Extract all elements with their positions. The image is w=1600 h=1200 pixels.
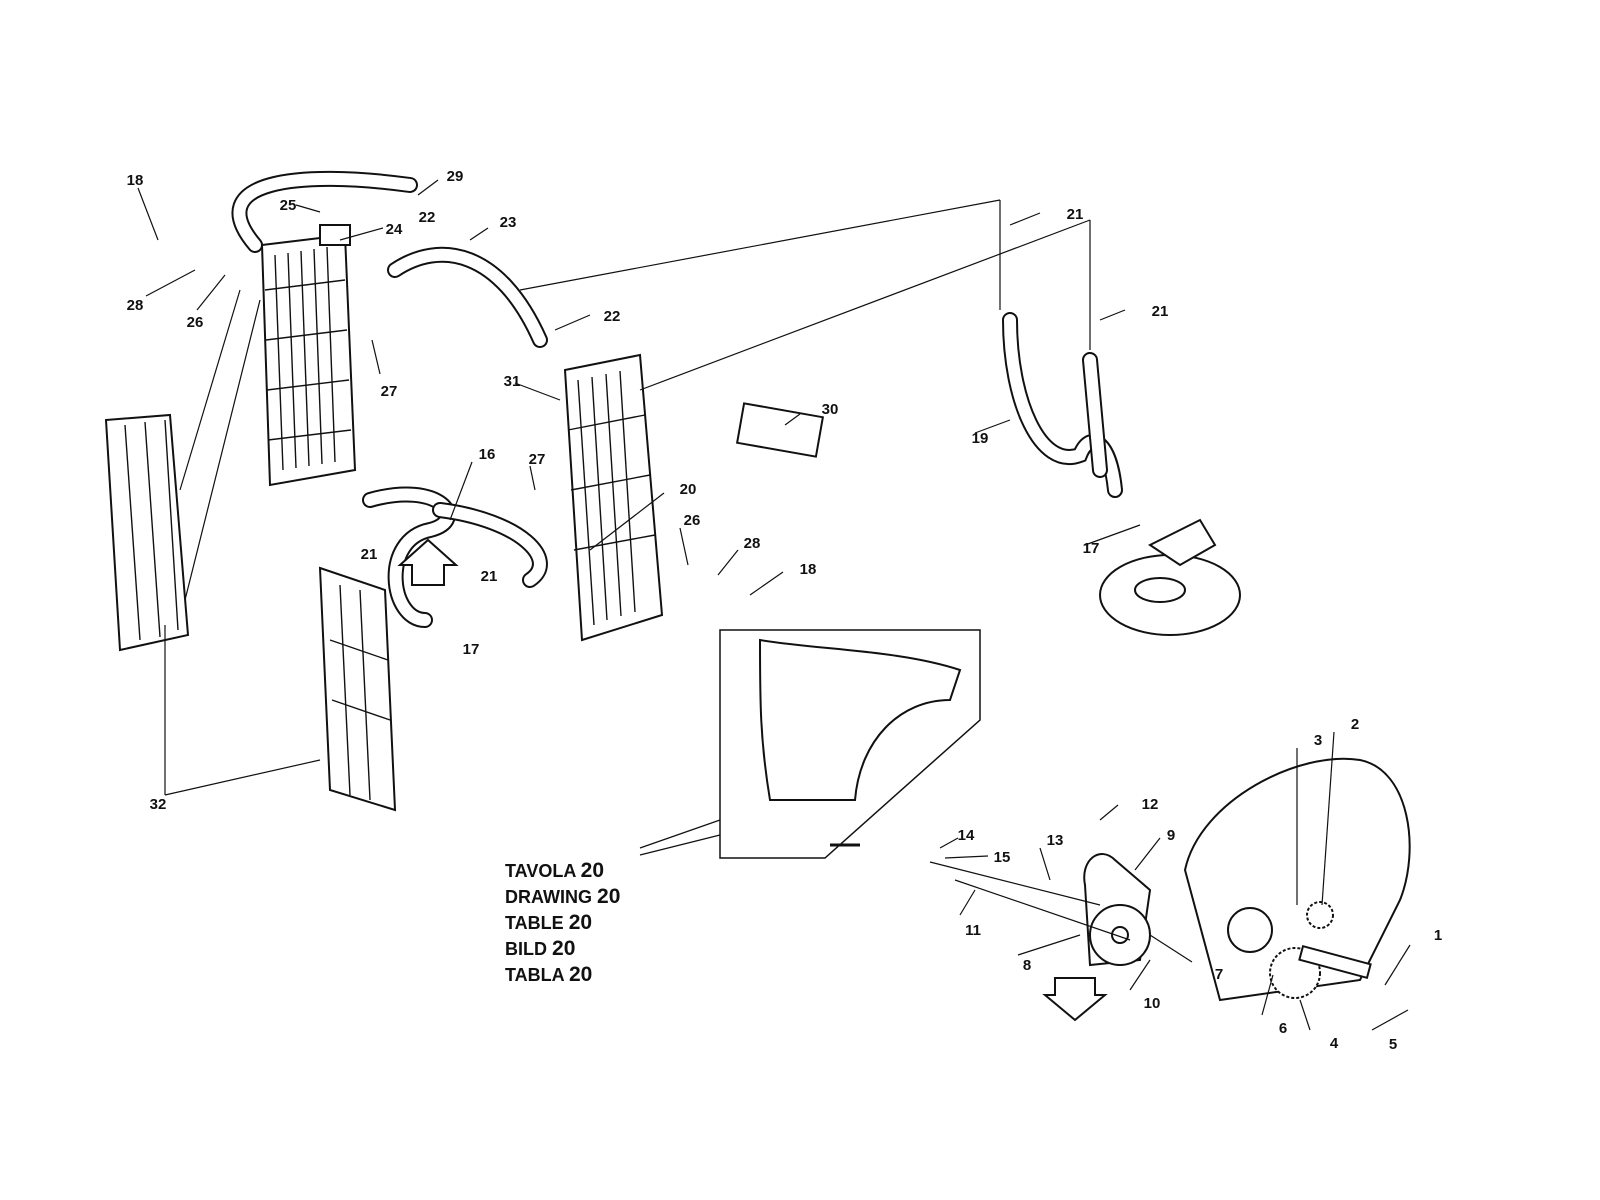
radiator-louvre-right [318, 566, 397, 812]
callout: 12 [1142, 796, 1159, 813]
callout: 15 [994, 849, 1011, 866]
callout: 23 [500, 214, 517, 231]
callout-labels: 18 29 25 24 22 23 28 26 27 22 21 21 31 3… [127, 168, 1443, 1053]
callout: 27 [381, 383, 398, 400]
callout: 9 [1167, 827, 1175, 844]
hoses [231, 170, 1123, 628]
callout: 8 [1023, 957, 1031, 974]
callout: 5 [1389, 1036, 1397, 1053]
callout: 18 [127, 172, 144, 189]
callout: 24 [386, 221, 403, 238]
callout: 13 [1047, 832, 1064, 849]
leader-lines [137, 179, 1411, 1031]
reference-line: BILD 20 [505, 937, 575, 960]
callout: 16 [479, 446, 496, 463]
callout: 32 [150, 796, 167, 813]
callout: 27 [529, 451, 546, 468]
callout: 21 [481, 568, 498, 585]
callout: 3 [1314, 732, 1322, 749]
water-pump-assembly [929, 757, 1411, 1022]
callout: 4 [1330, 1035, 1339, 1052]
callout: 2 [1351, 716, 1359, 733]
callout: 10 [1144, 995, 1161, 1012]
callout: 30 [822, 401, 839, 418]
callout: 21 [1152, 303, 1169, 320]
callout: 20 [680, 481, 697, 498]
callout: 21 [1067, 206, 1084, 223]
callout: 28 [127, 297, 144, 314]
callout: 6 [1279, 1020, 1287, 1037]
inset-detail-box [719, 629, 981, 859]
callout: 17 [463, 641, 480, 658]
radiator-louvre-left [104, 413, 190, 652]
callout: 1 [1434, 927, 1442, 944]
callout: 19 [972, 430, 989, 447]
reference-line: TABLE 20 [505, 911, 592, 934]
callout: 22 [419, 209, 436, 226]
callout: 29 [447, 168, 464, 185]
callout: 17 [1083, 540, 1100, 557]
callout: 22 [604, 308, 621, 325]
callout: 21 [361, 546, 378, 563]
callout: 25 [280, 197, 297, 214]
left-radiator [260, 224, 357, 487]
callout: 11 [965, 922, 981, 939]
reference-line: TAVOLA 20 [505, 859, 604, 882]
callout: 7 [1215, 966, 1223, 983]
reference-line: TABLA 20 [505, 963, 592, 986]
reference-line: DRAWING 20 [505, 885, 620, 908]
callout: 31 [504, 373, 521, 390]
callout: 14 [958, 827, 975, 844]
callout: 18 [800, 561, 817, 578]
callout: 28 [744, 535, 761, 552]
callout: 26 [684, 512, 701, 529]
cylinder-head [1099, 518, 1241, 636]
label-plate [735, 402, 825, 458]
flow-arrow-icon [397, 538, 459, 586]
right-radiator [563, 353, 664, 642]
callout: 26 [187, 314, 204, 331]
reference-table: TAVOLA 20 DRAWING 20 TABLE 20 BILD 20 TA… [505, 859, 620, 986]
